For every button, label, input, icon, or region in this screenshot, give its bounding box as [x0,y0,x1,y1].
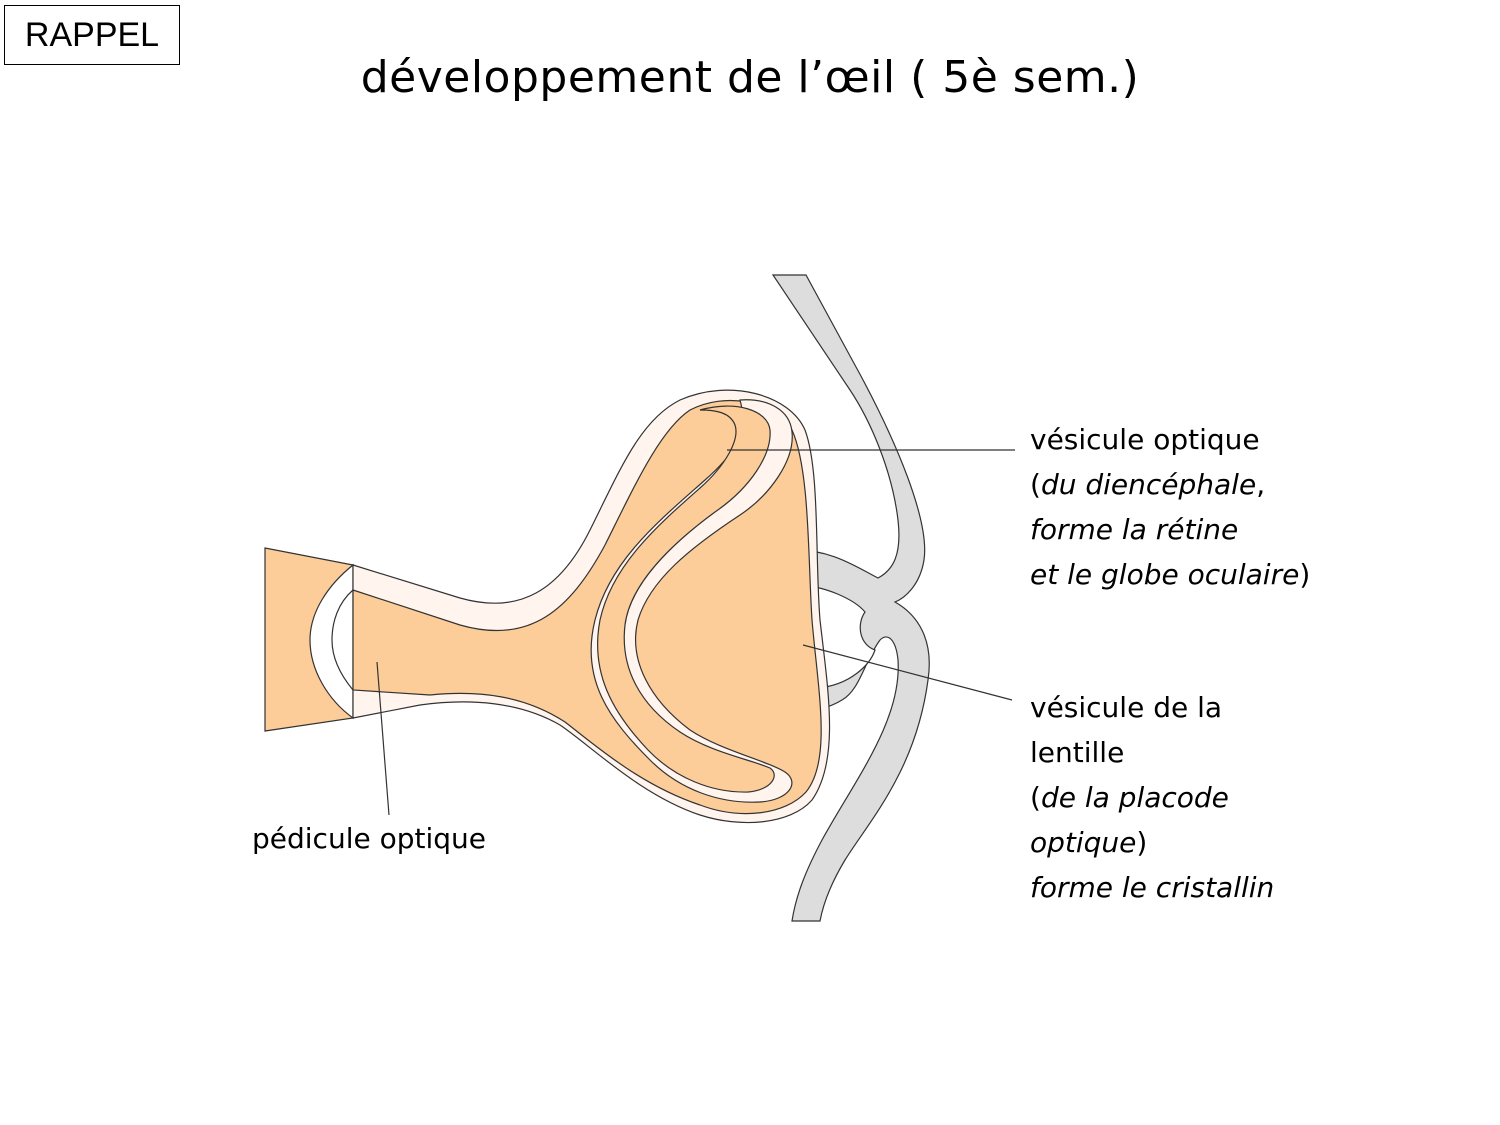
leader-line-pedicule-optique [376,661,390,816]
page-title: développement de l’œil ( 5è sem.) [360,52,1140,103]
optic-cup-inner-neural [596,405,775,793]
label-pedicule-optique: pédicule optique [252,822,487,855]
leader-line-vesicule-lentille [802,644,1013,701]
label-vesicule-lentille: vésicule de la lentille (de la placode o… [1030,691,1275,904]
label-vesicule-optique: vésicule optique (du diencéphale, forme … [1030,423,1311,591]
rappel-badge: RAPPEL [4,5,180,65]
